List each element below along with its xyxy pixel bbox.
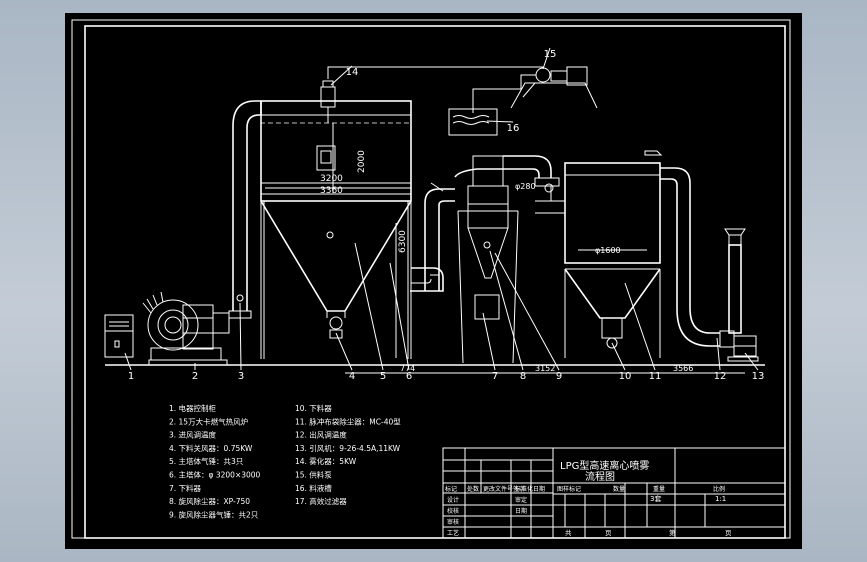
legend-item: 13. 引风机：9-26-4.5A,11KW: [295, 443, 401, 453]
callout-12: 12: [714, 371, 727, 382]
col-header: 处数: [467, 485, 479, 493]
transfer-duct: [424, 182, 455, 291]
legend-item: 9. 旋风除尘器气锤：共2只: [169, 509, 259, 519]
dim-3566: 3566: [673, 364, 693, 373]
row-label: 校核: [447, 507, 459, 515]
count-value: 3套: [650, 494, 661, 503]
legend-left: 1. 电器控制柜 2. 15万大卡燃气热风炉 3. 进风调温度 4. 下料关风器：0.…: [169, 403, 261, 519]
row-label: 审核: [447, 518, 459, 526]
dim-6300: 6300: [398, 230, 408, 253]
callout-leaders: [124, 47, 759, 371]
callout-11: 11: [649, 371, 662, 382]
hot-air-furnace: [142, 291, 230, 366]
stage-header: 数量: [613, 485, 625, 493]
callout-13: 13: [752, 371, 765, 382]
legend-item: 7. 下料器: [169, 483, 202, 493]
footer-label: 页: [725, 529, 732, 537]
legend-item: 4. 下料关风器：0.75KW: [169, 443, 253, 453]
callout-8: 8: [520, 371, 526, 382]
row-label: 设计: [447, 496, 459, 504]
title-block-col-headers: 标记 处数更改文件号签字日期: [445, 485, 545, 493]
drawing-title-line2: 流程图: [585, 470, 615, 483]
drawing-title-line1: LPG型高速离心喷雾: [560, 459, 649, 472]
callout-15: 15: [544, 49, 557, 60]
col-header: 签字: [513, 485, 525, 493]
col-header: 日期: [533, 485, 545, 493]
legend-item: 17. 高效过滤器: [295, 496, 347, 506]
legend-item: 5. 主塔体气锤：共3只: [169, 456, 244, 466]
title-block-stage-headers: 图样标记 数量 重量 比例: [557, 485, 725, 493]
dim-774: 774: [400, 364, 415, 373]
cyclone-separator: [454, 155, 565, 364]
title-block: [442, 447, 786, 539]
mid-label: 日期: [515, 507, 527, 515]
stage-header: 比例: [713, 485, 725, 493]
dim-phi280: φ280: [515, 182, 536, 191]
callout-2: 2: [192, 371, 198, 382]
legend-right: 10. 下料器 11. 脉冲布袋除尘器：MC-40型 12. 出风调温度 13. 引风…: [295, 403, 401, 506]
callout-10: 10: [619, 371, 632, 382]
callout-4: 4: [349, 371, 355, 382]
title-block-sheet-footer: 共页第页: [565, 528, 732, 537]
callout-16: 16: [507, 123, 520, 134]
exhaust-fan: [719, 228, 759, 362]
inlet-air-duct: [228, 100, 262, 319]
callout-9: 9: [556, 371, 562, 382]
pulse-bag-filter: [544, 150, 720, 358]
col-header: 标记: [445, 485, 457, 493]
col-header: 更改文件号: [483, 485, 513, 493]
dim-3152: 3152: [535, 364, 555, 373]
dimension-lines: [265, 123, 745, 374]
callout-1: 1: [128, 371, 134, 382]
feed-line: [327, 66, 544, 113]
legend-item: 6. 主塔体：φ 3200×3000: [169, 470, 261, 480]
control-cabinet: [104, 314, 134, 358]
legend-item: 10. 下料器: [295, 403, 332, 413]
legend-item: 11. 脉冲布袋除尘器：MC-40型: [295, 416, 401, 426]
legend-item: 16. 料液槽: [295, 483, 332, 493]
main-spray-tower: [260, 80, 444, 359]
legend-item: 8. 旋风除尘器：XP-750: [169, 496, 250, 506]
row-label: 工艺: [447, 529, 459, 537]
legend-item: 1. 电器控制柜: [169, 403, 217, 413]
callout-7: 7: [492, 371, 498, 382]
stage-header: 重量: [653, 485, 665, 493]
callout-3: 3: [238, 371, 244, 382]
legend-item: 12. 出风调温度: [295, 430, 347, 440]
legend-item: 2. 15万大卡燃气热风炉: [169, 416, 248, 426]
callout-6: 6: [406, 371, 412, 382]
mid-label: 标准化: [515, 485, 533, 493]
callout-14: 14: [346, 67, 359, 78]
footer-label: 页: [605, 529, 612, 537]
stage-header: 图样标记: [557, 485, 581, 493]
footer-label: 第: [669, 528, 676, 537]
footer-label: 共: [565, 528, 572, 537]
dim-3200: 3200: [320, 174, 343, 184]
mid-label: 审定: [515, 496, 527, 504]
legend-item: 14. 雾化器：5KW: [295, 456, 357, 466]
feed-pump: [510, 66, 598, 109]
scale-value: 1:1: [715, 495, 726, 503]
dim-2000: 2000: [357, 150, 367, 173]
inner-frame: [84, 25, 786, 539]
dim-phi1600: φ1600: [595, 246, 621, 255]
dim-3360: 3360: [320, 186, 343, 196]
legend-item: 3. 进风调温度: [169, 430, 217, 440]
legend-item: 15. 供料泵: [295, 470, 332, 480]
callout-5: 5: [380, 371, 386, 382]
